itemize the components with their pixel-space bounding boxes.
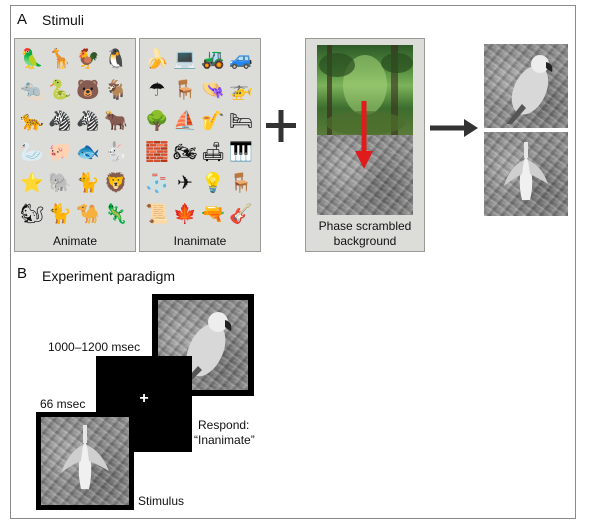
plus-sign [264,106,298,146]
stimulus-duration-label: 66 msec [40,397,86,411]
animate-box: 🦜🦒🐓🐧🐀🐍🐻🐐🐆🦓🦓🐂🦢🐖🐟🐇⭐🐘🐈🦁🐿🐈🐪🦎 Animate [14,38,136,252]
scramble-box: Phase scrambled background [305,38,425,252]
inanimate-thumbnail: 🚜 [201,49,225,70]
inanimate-thumbnail: 📜 [145,204,169,225]
panel-b-title: Experiment paradigm [42,268,176,284]
inanimate-thumbnail: 💡 [201,173,225,194]
animate-thumbnail: 🐘 [48,173,72,194]
respond-value: “Inanimate” [194,433,255,447]
inanimate-thumbnail: 🚙 [229,49,253,70]
panel-a-letter: A [17,11,28,28]
inanimate-thumbnail: 🎹 [229,142,253,163]
inanimate-thumbnail: 🎸 [229,204,253,225]
banana-on-noise-image [484,132,568,216]
result-arrow [430,118,480,138]
animate-thumbnail: 🦒 [48,49,72,70]
inanimate-thumbnail: 🪑 [173,80,197,101]
inanimate-thumbnail: 🔫 [201,204,225,225]
inanimate-thumbnail: 🎷 [201,111,225,132]
animate-thumbnail: 🐇 [104,142,128,163]
animate-thumbnail: 🐆 [20,111,44,132]
animate-thumbnail: 🐍 [48,80,72,101]
animate-image-grid: 🦜🦒🐓🐧🐀🐍🐻🐐🐆🦓🦓🐂🦢🐖🐟🐇⭐🐘🐈🦁🐿🐈🐪🦎 [19,45,131,229]
isi-duration-label: 1000–1200 msec [48,340,141,354]
animate-thumbnail: 🐟 [76,142,100,163]
animate-thumbnail: 🐂 [104,111,128,132]
inanimate-thumbnail: ☂ [148,80,166,101]
panel-b-letter: B [17,265,28,282]
animate-label: Animate [52,234,98,248]
animate-thumbnail: 🐪 [76,204,100,225]
banana-stimulus-frame [36,412,134,510]
animate-thumbnail: 🐈 [48,204,72,225]
inanimate-thumbnail: ⛵ [173,111,197,132]
panel-a-title: Stimuli [42,12,85,28]
animate-thumbnail: 🐿 [19,204,45,225]
inanimate-thumbnail: 🍌 [145,49,169,70]
inanimate-thumbnail: 🧦 [145,173,169,194]
animate-thumbnail: 🐀 [20,80,44,101]
inanimate-thumbnail: 🌳 [145,111,169,132]
inanimate-box: 🍌💻🚜🚙☂🪑👒🚁🌳⛵🎷🛏🧱🏍🛋🎹🧦✈💡🪑📜🍁🔫🎸 Inanimate [139,38,261,252]
animate-thumbnail: 🐻 [76,80,100,101]
inanimate-image-grid: 🍌💻🚜🚙☂🪑👒🚁🌳⛵🎷🛏🧱🏍🛋🎹🧦✈💡🪑📜🍁🔫🎸 [144,45,256,229]
inanimate-thumbnail: 🧱 [145,142,169,163]
parrot-trial-image [158,300,248,390]
inanimate-thumbnail: 🚁 [229,80,253,101]
respond-label: Respond: [198,418,250,432]
parrot-on-noise-image [484,44,568,128]
inanimate-label: Inanimate [173,234,227,248]
animate-thumbnail: ⭐ [20,173,44,194]
animate-thumbnail: 🐧 [104,49,128,70]
animate-thumbnail: 🐐 [104,80,128,101]
animate-thumbnail: 🦜 [20,49,44,70]
inanimate-thumbnail: 👒 [201,80,225,101]
stimulus-label: Stimulus [138,494,185,508]
inanimate-thumbnail: 💻 [173,49,197,70]
animate-thumbnail: 🐓 [76,49,100,70]
fixation-cross: + [139,390,149,407]
red-arrow [354,101,374,171]
inanimate-thumbnail: 🍁 [173,204,197,225]
inanimate-thumbnail: 🪑 [229,173,253,194]
animate-thumbnail: 🦎 [104,204,128,225]
inanimate-thumbnail: 🛋 [200,142,226,163]
scramble-caption: Phase scrambled background [318,219,412,248]
banana-stimulus-image [41,417,129,505]
animate-thumbnail: 🦓 [76,111,100,132]
animate-thumbnail: 🐖 [48,142,72,163]
animate-thumbnail: 🦢 [20,142,44,163]
animate-thumbnail: 🐈 [76,173,100,194]
inanimate-thumbnail: 🛏 [228,111,254,132]
inanimate-thumbnail: ✈ [177,173,193,194]
animate-thumbnail: 🦓 [48,111,72,132]
jungle-image [317,45,413,135]
figure-frame [10,5,576,519]
animate-thumbnail: 🦁 [104,173,128,194]
inanimate-thumbnail: 🏍 [172,142,198,163]
parrot-trial-frame [152,294,254,396]
